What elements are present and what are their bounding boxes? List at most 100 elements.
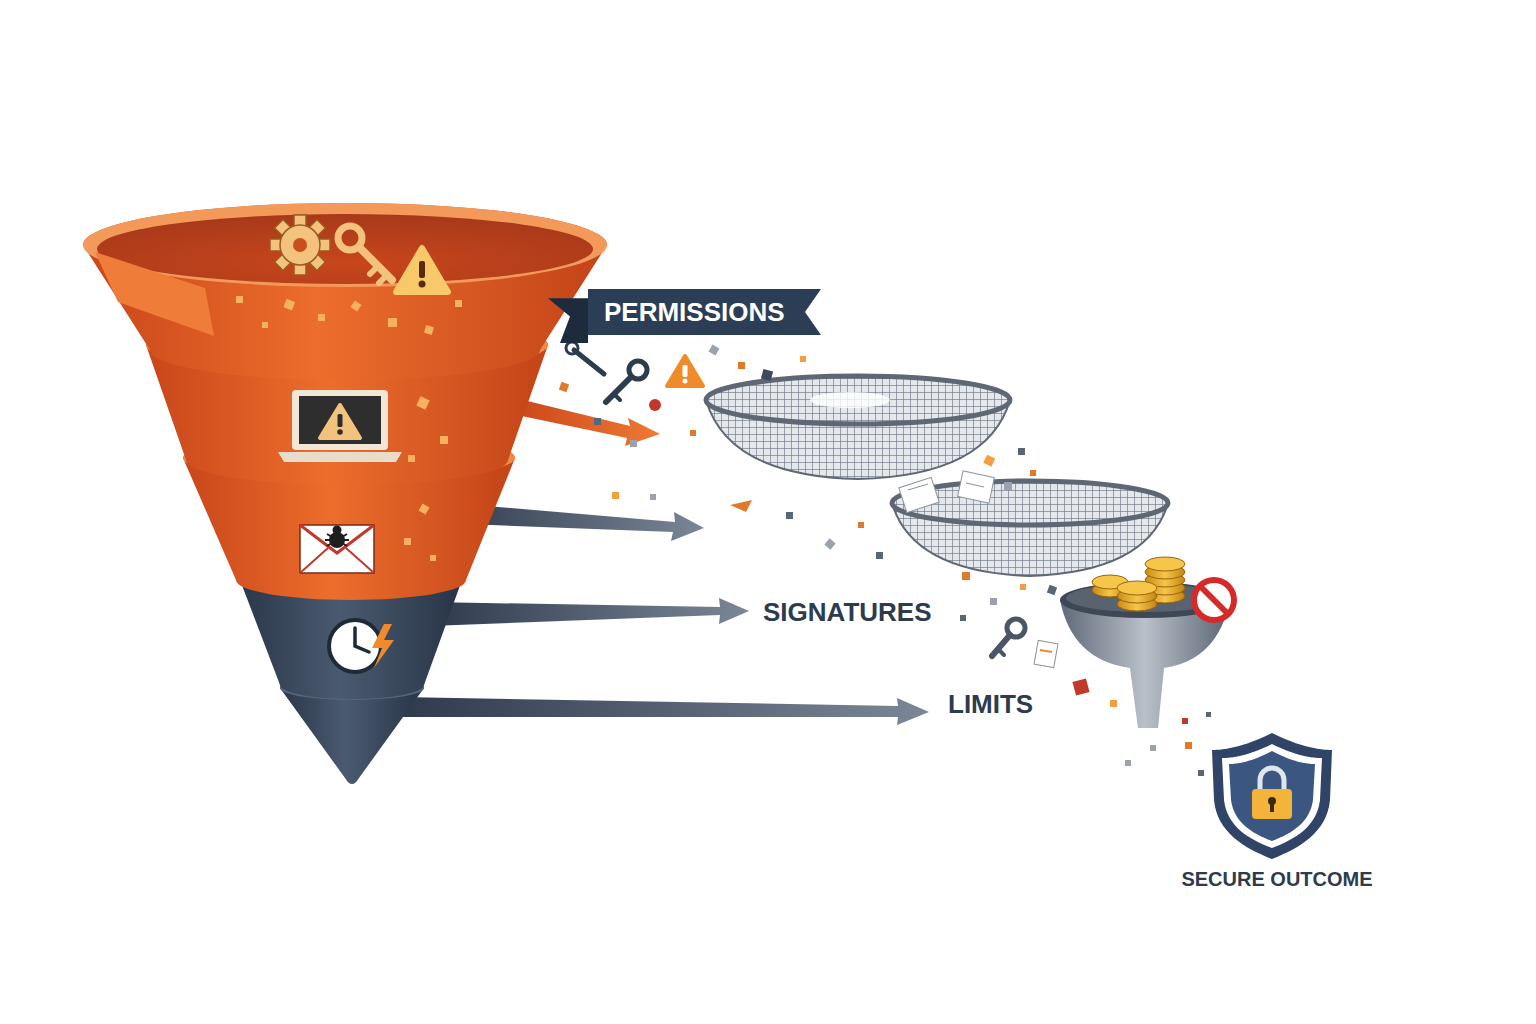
debris-confetti-part [1072, 678, 1089, 695]
falling-key-part [998, 649, 1004, 655]
flow-arrows-part [512, 398, 660, 446]
warning-icon-part [419, 281, 426, 288]
debris-confetti-part [824, 538, 835, 549]
floating-tools-part [683, 365, 688, 377]
debris-bits-part [440, 436, 448, 444]
warning-icon-part [396, 248, 448, 292]
debris-bits-part [416, 396, 429, 409]
debris-confetti-part [786, 512, 793, 519]
limits-label: LIMITS [948, 689, 1033, 719]
floating-tools-part [566, 342, 578, 354]
secure-shield-part [1260, 768, 1284, 790]
clock-icon-part [355, 628, 369, 652]
key-icon [338, 226, 392, 283]
floating-tools [566, 342, 703, 411]
debris-bits-part [236, 296, 243, 303]
debris-confetti-part [690, 430, 696, 436]
flow-arrows-part [400, 697, 929, 725]
envelope-icon-part [300, 525, 374, 553]
warning-icon-part [419, 261, 425, 278]
banner-text: PERMISSIONS [604, 297, 785, 328]
threat-funnel [83, 203, 607, 784]
secure-shield-part [1252, 789, 1292, 819]
debris-confetti-part [1198, 770, 1204, 776]
debris-bits-part [408, 455, 415, 462]
debris-confetti-part [650, 494, 656, 500]
clock-icon-part [372, 624, 394, 668]
debris-confetti-part [876, 552, 883, 559]
secure-shield-part [1229, 751, 1315, 841]
sieve-one [706, 376, 1010, 479]
paper-bits [899, 471, 995, 513]
falling-paper [1034, 640, 1058, 667]
falling-paper-part [1034, 640, 1058, 667]
debris-confetti [559, 345, 1211, 776]
coin-stack-part [1145, 557, 1185, 571]
debris-bits-part [404, 538, 411, 545]
coin-stack [1092, 557, 1185, 611]
paper-bits-part [899, 477, 939, 512]
floating-tools-part [649, 399, 661, 411]
blocked-sign-part [1194, 580, 1234, 620]
floating-tools-part [667, 356, 703, 386]
debris-confetti-part [1150, 745, 1156, 751]
falling-paper-part [1040, 650, 1052, 652]
debris-confetti-part [1110, 700, 1117, 707]
blocked-sign [1194, 580, 1234, 620]
gear-icon [270, 215, 330, 275]
debris-confetti-part [1182, 718, 1188, 724]
floating-tools-part-part [606, 377, 631, 402]
paper-bits-part [958, 471, 995, 503]
laptop-icon-part [320, 405, 360, 438]
permissions-banner: PERMISSIONS [588, 289, 821, 335]
debris-bits-part [262, 322, 268, 328]
debris-confetti-part [559, 382, 569, 392]
debris-confetti-part [1020, 584, 1026, 590]
debris-confetti-part [1030, 470, 1036, 476]
gear-icon-part-part [280, 225, 320, 265]
debris-confetti-part [709, 345, 720, 356]
floating-tools-part [683, 379, 688, 384]
ribbon-tail [548, 298, 588, 343]
laptop-icon-part [278, 452, 402, 462]
debris-bits [236, 296, 462, 561]
secure-shield-part [1212, 733, 1332, 859]
sieve-one-part [810, 392, 890, 408]
debris-confetti-part [1004, 482, 1012, 490]
laptop-icon-part [338, 414, 343, 427]
laptop-icon [278, 390, 402, 462]
floating-tools-part-part [614, 394, 620, 400]
debris-bits-part [284, 299, 296, 311]
signatures-label-box: SIGNATURES [763, 597, 932, 628]
threat-funnel-part [97, 214, 593, 284]
debris-bits-part [419, 504, 430, 515]
debris-confetti-part [983, 455, 995, 467]
debris-confetti-part [990, 598, 997, 605]
debris-bits-part [424, 325, 434, 335]
envelope-icon-part [300, 548, 374, 573]
limits-label-box: LIMITS [948, 689, 1033, 720]
secure-shield [1212, 733, 1332, 859]
laptop-icon-part [337, 429, 343, 435]
debris-confetti-part [594, 418, 601, 425]
debris-confetti-part [1047, 585, 1057, 595]
debris-bits-part [318, 314, 325, 321]
paper-bits-part [908, 484, 928, 490]
coin-stack-part [1117, 581, 1157, 595]
laptop-icon-part [292, 390, 388, 450]
floating-tools-part [606, 361, 647, 402]
sieve-one-part [706, 376, 1010, 424]
debris-bits-part [455, 300, 462, 307]
debris-confetti-part [612, 492, 619, 499]
signatures-label: SIGNATURES [763, 597, 932, 627]
floating-tools-part [574, 350, 604, 374]
falling-key [992, 619, 1025, 656]
key-icon-part [379, 275, 387, 283]
debris-bits-part [388, 318, 397, 327]
secure-shield-part [1222, 744, 1322, 848]
gear-icon-part [270, 215, 330, 275]
blocked-sign-part [1200, 586, 1228, 614]
clock-icon [329, 620, 394, 672]
paper-bits-part [966, 483, 984, 487]
